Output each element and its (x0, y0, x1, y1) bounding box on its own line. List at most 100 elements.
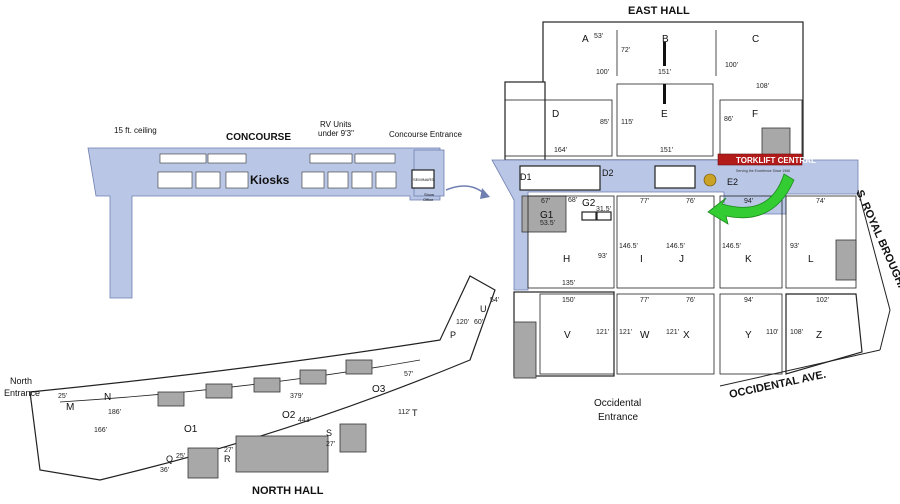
svg-text:53.5': 53.5' (540, 220, 555, 227)
svg-text:151': 151' (658, 69, 671, 76)
booth-E: E (661, 109, 668, 120)
booth-C: C (752, 34, 759, 45)
occidental-entrance-line2: Entrance (598, 412, 638, 423)
svg-text:443': 443' (298, 417, 311, 424)
exhibitor-banner-sub: Serving the Excellence Since 1966 (736, 169, 790, 173)
booth-F: F (752, 109, 758, 120)
svg-text:121': 121' (596, 329, 609, 336)
svg-text:25': 25' (58, 393, 67, 400)
booth-K: K (745, 254, 752, 265)
svg-text:77': 77' (640, 198, 649, 205)
booth-D: D (552, 109, 559, 120)
svg-text:108': 108' (756, 83, 769, 90)
booth-J: J (679, 254, 684, 265)
svg-text:27': 27' (224, 447, 233, 454)
exhibitor-banner-title: TORKLIFT CENTRAL (736, 156, 816, 165)
east-hall: EAST HALL A 53' 100' B 72' 151' C 100' 1… (504, 5, 804, 161)
booth-D2: D2 (602, 168, 614, 178)
booth-Y: Y (745, 330, 752, 341)
booth-O3: O3 (372, 384, 386, 395)
svg-text:57': 57' (404, 371, 413, 378)
booth-P: P (450, 330, 456, 340)
svg-text:93': 93' (598, 253, 607, 260)
svg-text:76': 76' (686, 297, 695, 304)
svg-text:93': 93' (790, 243, 799, 250)
svg-text:379': 379' (290, 393, 303, 400)
svg-text:186': 186' (108, 409, 121, 416)
kiosk-blocks (157, 153, 397, 189)
north-entrance-line1: North (10, 376, 32, 386)
exhibitor-logo-icon (703, 173, 717, 187)
booth-G1: G1 (540, 210, 554, 221)
svg-text:86': 86' (724, 116, 733, 123)
svg-text:74': 74' (816, 198, 825, 205)
exhibitor-banner[interactable] (717, 153, 803, 166)
svg-text:146.5': 146.5' (619, 243, 638, 250)
svg-text:76': 76' (686, 198, 695, 205)
svg-text:135': 135' (562, 280, 575, 287)
svg-text:150': 150' (562, 297, 575, 304)
show-office-label-1: Show (424, 192, 434, 197)
booth-Q: Q (166, 454, 173, 464)
booth-M: M (66, 402, 74, 413)
booth-A: A (582, 34, 589, 45)
svg-text:166': 166' (94, 427, 107, 434)
booth-V: V (564, 330, 571, 341)
rv-units-line2: under 9'3" (318, 129, 354, 138)
svg-text:115': 115' (621, 119, 634, 126)
booth-T: T (412, 408, 418, 418)
svg-text:36': 36' (160, 467, 169, 474)
svg-text:53': 53' (594, 33, 603, 40)
booth-W: W (640, 330, 650, 341)
concourse-entrance-label: Concourse Entrance (389, 130, 462, 139)
svg-text:25': 25' (176, 453, 185, 460)
svg-text:112': 112' (398, 409, 411, 416)
green-arrow-icon (707, 173, 795, 225)
booth-X: X (683, 330, 690, 341)
booth-H: H (563, 254, 570, 265)
svg-text:94': 94' (744, 198, 753, 205)
svg-text:120': 120' (456, 319, 469, 326)
svg-text:85': 85' (600, 119, 609, 126)
booth-Z: Z (816, 330, 822, 341)
rv-units-line1: RV Units (320, 120, 351, 129)
main-hall: D1 D2 E2 G1 67' 53.5' G2 68' 31.5' H 93'… (491, 153, 863, 423)
svg-text:164': 164' (554, 147, 567, 154)
north-entrance-line2: Entrance (4, 388, 40, 398)
booth-E2: E2 (727, 177, 738, 187)
kiosks-label: Kiosks (250, 173, 290, 187)
svg-text:54': 54' (490, 297, 499, 304)
booth-L: L (808, 254, 814, 265)
arrow-head-icon (480, 188, 490, 199)
booth-G2: G2 (582, 198, 596, 209)
svg-text:121': 121' (619, 329, 632, 336)
svg-text:100': 100' (596, 69, 609, 76)
show-office-label-2: Office (423, 197, 434, 202)
svg-text:146.5': 146.5' (722, 243, 741, 250)
svg-text:27': 27' (326, 441, 335, 448)
svg-text:110': 110' (766, 329, 779, 336)
north-hall-bays (157, 359, 373, 407)
svg-text:94': 94' (744, 297, 753, 304)
booth-O2: O2 (282, 410, 296, 421)
link-arrow (445, 185, 487, 196)
svg-text:31.5': 31.5' (596, 206, 611, 213)
svg-text:67': 67' (541, 198, 550, 205)
booth-U: U (480, 304, 487, 314)
seminars-label: SEMINARS (413, 177, 434, 182)
svg-text:102': 102' (816, 297, 829, 304)
booth-S: S (326, 428, 332, 438)
svg-text:68': 68' (568, 197, 577, 204)
north-hall: M 25' N 186' 166' O1 O2 379' 443' O3 57'… (4, 275, 499, 497)
booth-I: I (640, 254, 643, 265)
svg-text:108': 108' (790, 329, 803, 336)
concourse-title: CONCOURSE (226, 132, 291, 143)
svg-text:146.5': 146.5' (666, 243, 685, 250)
svg-text:60': 60' (474, 319, 483, 326)
occidental-entrance-line1: Occidental (594, 398, 641, 409)
booth-N: N (104, 392, 111, 403)
svg-text:72': 72' (621, 47, 630, 54)
east-hall-title: EAST HALL (628, 5, 690, 17)
ceiling-note: 15 ft. ceiling (114, 126, 157, 135)
